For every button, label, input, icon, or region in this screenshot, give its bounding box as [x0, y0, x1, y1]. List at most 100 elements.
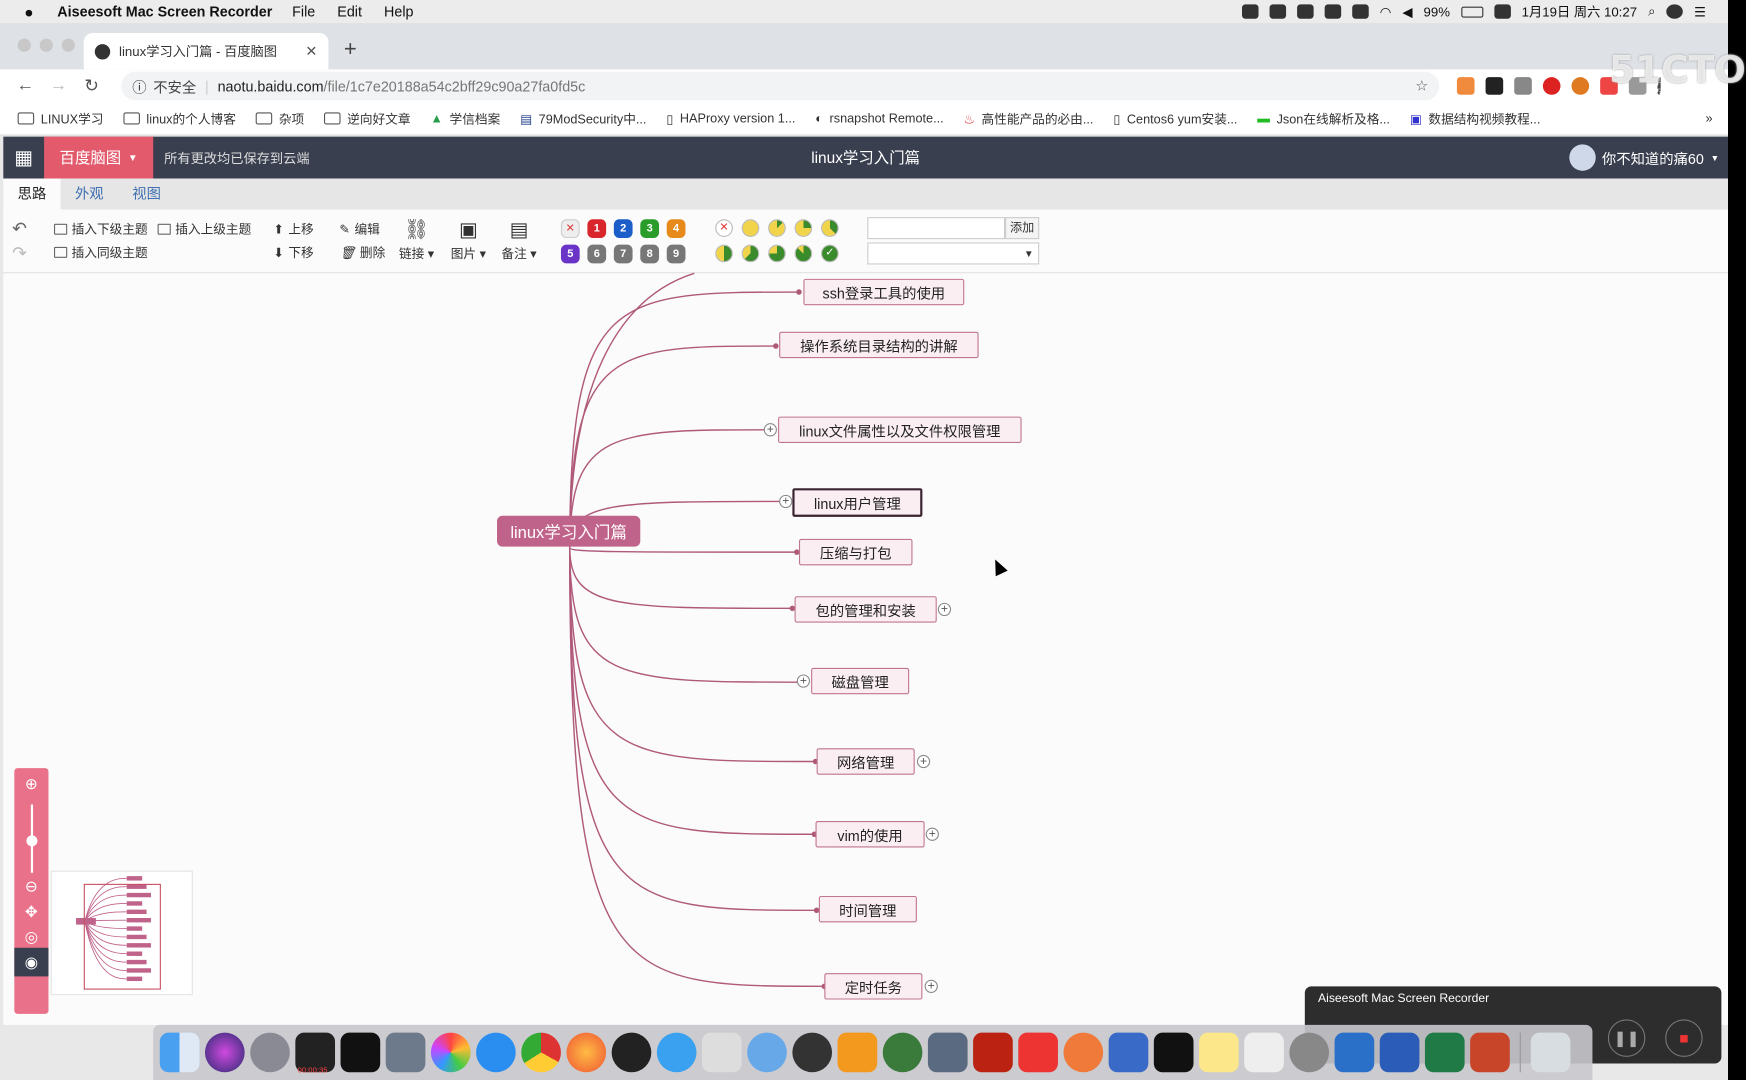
siri-icon[interactable] — [204, 1032, 245, 1073]
screenshot-icon[interactable] — [385, 1032, 426, 1073]
minimap[interactable] — [50, 870, 193, 996]
back-button[interactable]: ← — [16, 76, 35, 95]
terminal-icon[interactable] — [340, 1032, 381, 1073]
user-menu[interactable]: 你不知道的痛60 ▼ — [1568, 144, 1728, 171]
topic-disk-management[interactable]: 磁盘管理 — [811, 667, 910, 695]
search-icon[interactable]: ⌕ — [1648, 3, 1656, 19]
extension-icon[interactable] — [1456, 77, 1475, 95]
minimap-viewport[interactable] — [83, 883, 161, 990]
bookmark-star-icon[interactable]: ☆ — [1415, 77, 1429, 94]
pause-button[interactable]: ❚❚ — [1607, 1019, 1646, 1057]
apps-grid-icon[interactable]: ▦ — [14, 146, 34, 169]
topic-user-management[interactable]: linux用户管理 — [792, 488, 923, 517]
image-button[interactable]: ▣ 图片 ▾ — [450, 218, 486, 262]
battery-percent[interactable]: 99% — [1423, 3, 1451, 20]
app-icon[interactable] — [1018, 1032, 1058, 1073]
topic-package-management[interactable]: 包的管理和安装 — [794, 596, 937, 623]
progress-7-icon[interactable] — [794, 244, 813, 263]
expand-icon[interactable]: + — [763, 423, 777, 437]
bookmark-item[interactable]: 杂项 — [255, 110, 304, 128]
bookmark-item[interactable]: linux的个人博客 — [123, 110, 236, 128]
notification-center-icon[interactable]: ☰ — [1694, 3, 1706, 20]
clock[interactable]: 1月19日 周六 10:27 — [1521, 4, 1638, 20]
progress-6-icon[interactable] — [768, 244, 786, 263]
topic-cron-jobs[interactable]: 定时任务 — [824, 973, 923, 1000]
priority-5[interactable]: 5 — [560, 244, 580, 264]
topic-compress-archive[interactable]: 压缩与打包 — [798, 538, 913, 566]
close-tab-icon[interactable]: ✕ — [305, 42, 318, 59]
bookmark-item[interactable]: ▲学信档案 — [430, 111, 501, 127]
progress-4-icon[interactable] — [715, 244, 733, 263]
extension-icon[interactable] — [1628, 77, 1647, 95]
bookmarks-more-button[interactable]: » — [1705, 111, 1713, 126]
expand-icon[interactable]: + — [924, 979, 938, 993]
bookmark-item[interactable]: ▤79ModSecurity中... — [520, 110, 646, 128]
app-icon[interactable] — [882, 1032, 923, 1073]
menubar-app-name[interactable]: Aiseesoft Mac Screen Recorder — [57, 3, 273, 20]
progress-3-icon[interactable] — [821, 219, 839, 237]
minimize-window-button[interactable] — [39, 38, 53, 52]
info-icon[interactable]: ⓘ — [132, 78, 147, 96]
chrome-icon[interactable] — [521, 1032, 561, 1073]
bookmark-item[interactable]: LINUX学习 — [17, 110, 103, 128]
topic-file-permissions[interactable]: linux文件属性以及文件权限管理 — [778, 416, 1022, 444]
finder-icon[interactable] — [159, 1032, 200, 1073]
pycharm-icon[interactable] — [1153, 1032, 1194, 1073]
progress-2-icon[interactable] — [794, 219, 813, 237]
excel-icon[interactable] — [1424, 1032, 1465, 1073]
progress-1-icon[interactable] — [768, 219, 786, 237]
topic-network-management[interactable]: 网络管理 — [816, 748, 915, 775]
locate-icon[interactable]: ◎ — [24, 927, 39, 946]
input-method-icon[interactable] — [1324, 4, 1342, 19]
expand-icon[interactable]: + — [916, 754, 931, 769]
app-icon[interactable] — [927, 1032, 968, 1073]
progress-0-icon[interactable] — [741, 219, 760, 237]
root-topic[interactable]: linux学习入门篇 — [497, 515, 641, 547]
extension-icon[interactable] — [1600, 77, 1618, 95]
delete-button[interactable]: 🗑删除 — [339, 244, 385, 262]
trash-icon[interactable] — [1530, 1032, 1571, 1073]
redo-button[interactable]: ↷ — [12, 244, 27, 264]
powerpoint-icon[interactable] — [1470, 1032, 1510, 1073]
topic-time-management[interactable]: 时间管理 — [818, 895, 917, 923]
priority-7[interactable]: 7 — [613, 244, 633, 264]
priority-6[interactable]: 6 — [587, 244, 607, 264]
close-window-button[interactable] — [17, 38, 31, 52]
tray-app-icon[interactable] — [1269, 4, 1287, 19]
expand-icon[interactable]: + — [796, 674, 810, 688]
app-icon[interactable] — [747, 1032, 787, 1073]
reload-button[interactable]: ↻ — [84, 77, 99, 96]
apple-icon[interactable]: ● — [24, 2, 34, 21]
priority-8[interactable]: 8 — [640, 244, 660, 264]
zoom-in-icon[interactable]: ⊕ — [24, 774, 38, 793]
priority-clear[interactable]: ✕ — [560, 219, 580, 239]
bell-icon[interactable] — [1242, 4, 1259, 19]
bookmark-item[interactable]: ▣数据结构视频教程... — [1410, 110, 1541, 128]
bookmark-item[interactable]: ♨高性能产品的必由... — [963, 110, 1093, 128]
priority-4[interactable]: 4 — [666, 219, 686, 239]
priority-3[interactable]: 3 — [640, 219, 660, 239]
tab-view[interactable]: 视图 — [132, 185, 161, 202]
launchpad-icon[interactable] — [250, 1032, 290, 1073]
navigator-eye-icon[interactable]: ◉ — [14, 947, 49, 977]
tab-appearance[interactable]: 外观 — [74, 185, 104, 202]
link-button[interactable]: ⛓ 链接 ▾ — [398, 218, 435, 262]
app-icon[interactable] — [1063, 1032, 1104, 1073]
zoom-slider-handle[interactable] — [26, 835, 38, 847]
progress-5-icon[interactable] — [741, 244, 760, 263]
intel-power-gadget-icon[interactable] — [1334, 1032, 1375, 1073]
topic-vim-usage[interactable]: vim的使用 — [815, 821, 925, 848]
progress-clear-icon[interactable]: ✕ — [715, 219, 733, 237]
tray-app-icon[interactable] — [1297, 4, 1314, 19]
tab-idea[interactable]: 思路 — [3, 178, 61, 210]
qq-icon[interactable] — [1352, 4, 1369, 19]
app-icon[interactable] — [1108, 1032, 1149, 1073]
insert-parent-button[interactable]: 插入上级主题 — [157, 220, 251, 238]
browser-menu-icon[interactable] — [1657, 77, 1661, 95]
extension-icon[interactable] — [1514, 77, 1532, 95]
screen-recorder-icon[interactable]: 00:00:35 — [295, 1032, 336, 1074]
bookmark-item[interactable]: 逆向好文章 — [324, 110, 411, 128]
expand-icon[interactable]: + — [937, 602, 952, 617]
progress-done-icon[interactable]: ✓ — [821, 244, 839, 263]
qq-icon[interactable] — [611, 1032, 652, 1073]
